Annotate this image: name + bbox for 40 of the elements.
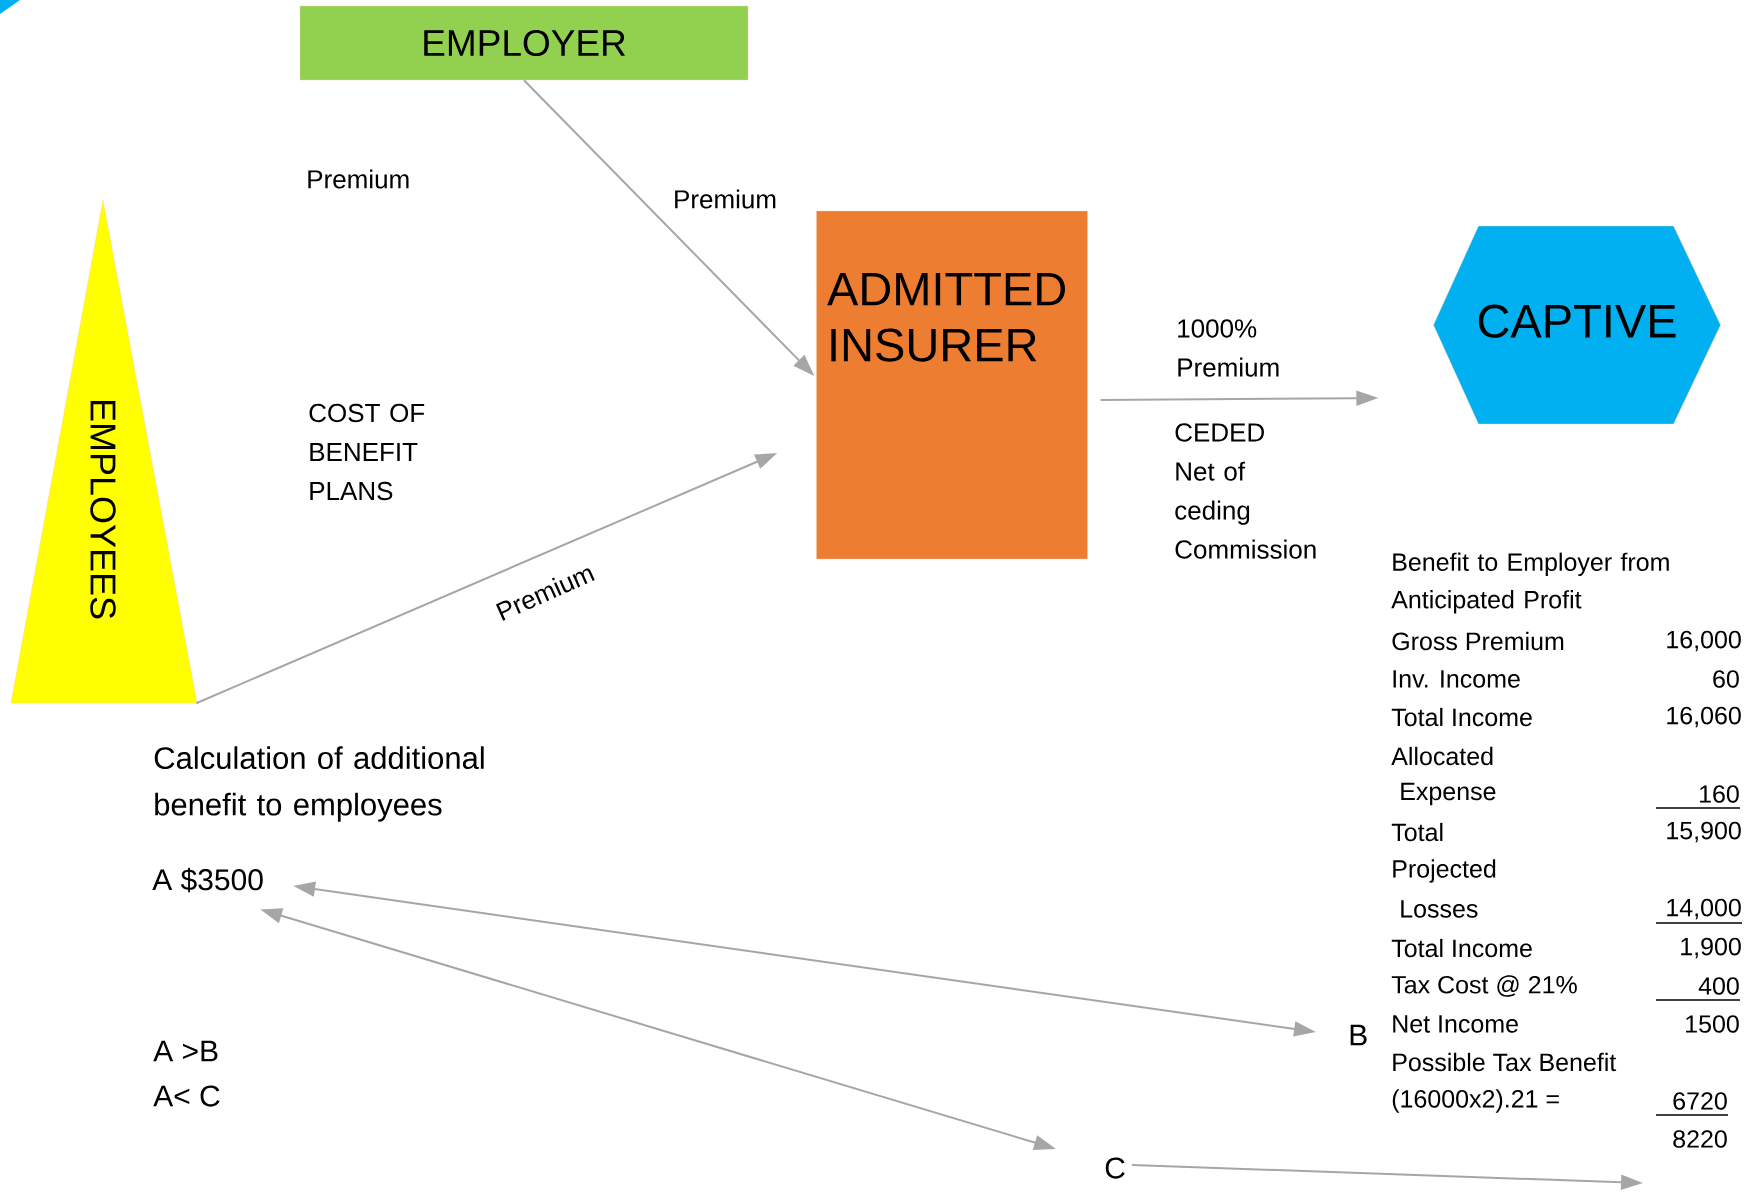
table-cell: Total Income <box>1391 707 1532 727</box>
table-cell: Projected <box>1393 859 1496 883</box>
label-text: Premium <box>308 169 409 189</box>
table-cell: 400 <box>1698 977 1739 995</box>
table-cell: 16,060 <box>1667 706 1741 728</box>
table-cell: 60 <box>1713 670 1739 688</box>
table-cell: Tax Cost @ 21% <box>1391 975 1577 997</box>
amount-text: A $3500 <box>152 867 263 893</box>
comparison-text: A< C <box>153 1085 220 1107</box>
table-cell: 16,000 <box>1667 630 1741 652</box>
captive-hexagon: CAPTIVE <box>1433 225 1721 425</box>
table-cell: 6720 <box>1673 1092 1727 1110</box>
heading-text: Calculation of additional benefit to employees <box>154 746 484 822</box>
edge-label: Premium <box>671 187 779 211</box>
point-letter: C <box>1105 1157 1125 1179</box>
table-cell: 1500 <box>1686 1015 1739 1033</box>
table-cell: Inv. Income <box>1393 670 1520 688</box>
table-cell: Allocated <box>1391 746 1493 766</box>
edge-label: 1000% Premium <box>1174 317 1299 379</box>
comparison-text: A >B <box>153 1040 218 1062</box>
table-cell: Losses <box>1401 900 1478 918</box>
table-cell: 14,000 <box>1667 898 1741 920</box>
employees-triangle: EMPLOYEES <box>10 199 198 704</box>
employer-box: EMPLOYER <box>299 5 749 81</box>
label-text: COST OF BENEFIT PLANS <box>309 403 425 501</box>
table-cell: Total <box>1391 822 1443 842</box>
label-text: CEDED Net of ceding Commission <box>1175 423 1316 559</box>
insurer-box: ADMITTED INSURER <box>816 210 1088 560</box>
table-cell: 15,900 <box>1667 821 1741 843</box>
table-cell: Total Income <box>1391 938 1532 958</box>
point-letter: B <box>1350 1024 1367 1046</box>
table-cell: Expense <box>1401 782 1496 806</box>
table-cell: Net Income <box>1393 1015 1518 1033</box>
table-cell: (16000x2).21 = <box>1392 1089 1559 1113</box>
table-cell: Gross Premium <box>1392 631 1564 651</box>
table-cell: 8220 <box>1673 1130 1727 1148</box>
table-heading: Benefit to Employer from Anticipated Profit <box>1391 552 1669 614</box>
table-cell: 160 <box>1700 785 1739 803</box>
table-cell: 1,900 <box>1681 937 1741 959</box>
table-cell: Possible Tax Benefit <box>1393 1052 1617 1072</box>
